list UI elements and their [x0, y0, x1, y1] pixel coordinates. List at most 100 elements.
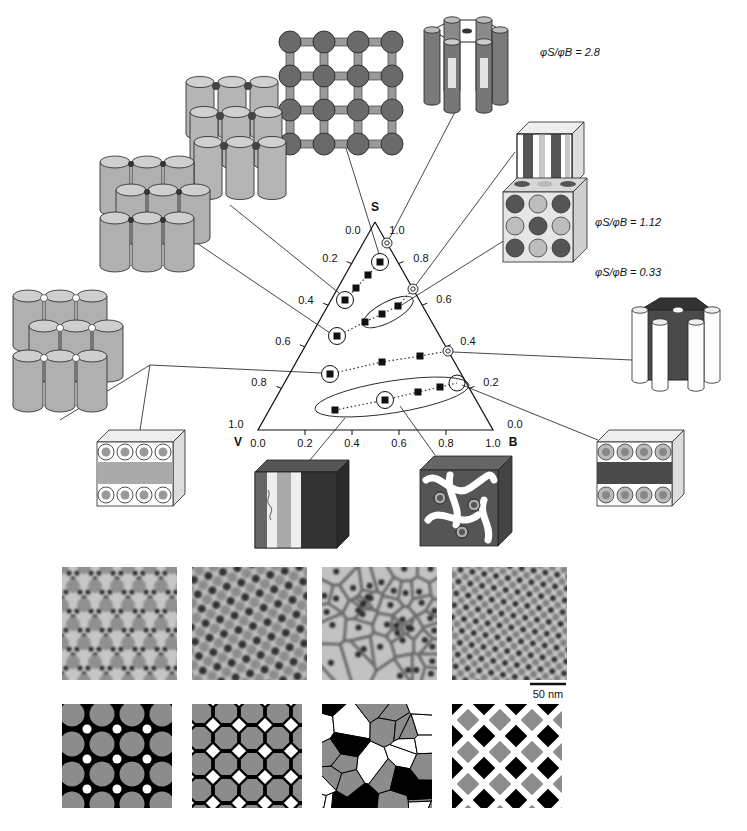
tem-image: [452, 567, 567, 680]
tem-image: [154, 608, 159, 613]
tem-image: [62, 674, 69, 680]
tem-image: [253, 673, 265, 680]
cylinder-array: [252, 142, 260, 150]
tem-image: [255, 588, 265, 598]
core-shell-box: [98, 444, 114, 460]
tem-image: [207, 585, 217, 595]
tem-image: [288, 595, 298, 605]
cylinder-array: [13, 290, 123, 412]
tem-image: [508, 654, 516, 662]
lattice-illustration: [313, 31, 335, 53]
tem-image: [453, 620, 461, 628]
tiling: [258, 796, 272, 808]
tem-image: [303, 628, 307, 640]
cylinder-prism: [492, 30, 508, 102]
cylinder-array: [220, 142, 228, 150]
tem-image: [476, 667, 483, 674]
tiling: [452, 704, 463, 715]
tem-image: [542, 569, 549, 576]
tick-label: 0.6: [391, 437, 406, 449]
tem-image: [408, 626, 414, 632]
tiling: [537, 704, 560, 715]
tiling: [505, 725, 528, 748]
cylinder-array: [132, 156, 162, 168]
tick-label: 0.0: [507, 418, 522, 430]
data-point: [365, 272, 372, 279]
tem-image: [192, 659, 200, 671]
core-shell-box: [102, 491, 111, 500]
tiling: [521, 709, 544, 732]
core-shell-box: [121, 448, 130, 457]
core-shell-box: [155, 444, 171, 460]
cylinder-array: [77, 350, 107, 362]
tem-image: [264, 654, 276, 666]
cylinder-prism: [444, 17, 460, 23]
cylinder-array: [45, 350, 75, 362]
tem-image: [294, 567, 304, 572]
tem-image: [192, 567, 307, 680]
tem-image: [530, 597, 538, 605]
tem-image: [280, 567, 290, 576]
cylinder-array: [45, 356, 75, 406]
tem-image: [192, 575, 199, 585]
tem-image: [544, 587, 552, 595]
data-point: [379, 359, 386, 366]
tem-image: [531, 628, 538, 635]
tem-image: [405, 667, 411, 673]
tem-image: [461, 616, 468, 623]
core-shell-box: [655, 487, 671, 503]
tem-image: [66, 646, 71, 651]
cylinder-array: [258, 142, 286, 194]
tem-image: [197, 579, 209, 591]
tem-image: [143, 627, 148, 632]
tem-image: [565, 676, 567, 680]
tem-image: [488, 669, 495, 676]
tem-image: [469, 568, 476, 575]
tem-image: [474, 679, 481, 680]
tem-image: [306, 581, 307, 593]
sphere-cube: [529, 195, 547, 213]
lattice-illustration: [347, 65, 369, 87]
tem-image: [468, 671, 476, 679]
tem-image: [365, 594, 371, 600]
tiling: [394, 712, 411, 741]
tem-image: [481, 600, 489, 608]
tem-image: [532, 585, 540, 593]
tem-image: [554, 601, 562, 609]
tem-image: [201, 593, 213, 605]
tem-image: [401, 567, 407, 572]
leader-line: [453, 352, 632, 360]
leader-line: [413, 152, 515, 289]
tiling: [90, 762, 115, 787]
sphere-cube: [560, 181, 576, 187]
tem-image: [241, 654, 251, 664]
tem-image: [263, 592, 275, 604]
tem-image: [293, 671, 303, 680]
tem-image: [219, 629, 229, 639]
tem-image: [504, 678, 512, 680]
tem-image: [215, 614, 225, 624]
tem-image: [520, 583, 528, 591]
tiling: [457, 773, 480, 796]
tem-image: [468, 641, 475, 648]
cylinder-array: [73, 295, 80, 302]
tem-image: [252, 611, 264, 623]
tem-image: [555, 632, 562, 639]
tem-image: [259, 603, 269, 613]
tem-image: [454, 651, 461, 658]
tem-image: [512, 600, 519, 607]
tem-image: [355, 607, 361, 613]
tem-image: [192, 597, 199, 609]
tem-image: [299, 639, 307, 649]
cylinder-array: [77, 290, 107, 302]
core-shell-box: [173, 430, 185, 506]
tem-image: [77, 665, 82, 670]
lamellar-box: [291, 472, 301, 548]
core-shell-box: [102, 448, 111, 457]
sphere-cube: [573, 178, 587, 262]
tem-image: [476, 594, 483, 601]
tick-label: 0.8: [438, 437, 453, 449]
tem-image: [484, 620, 491, 627]
tiling: [241, 753, 263, 775]
tiling: [258, 718, 272, 732]
